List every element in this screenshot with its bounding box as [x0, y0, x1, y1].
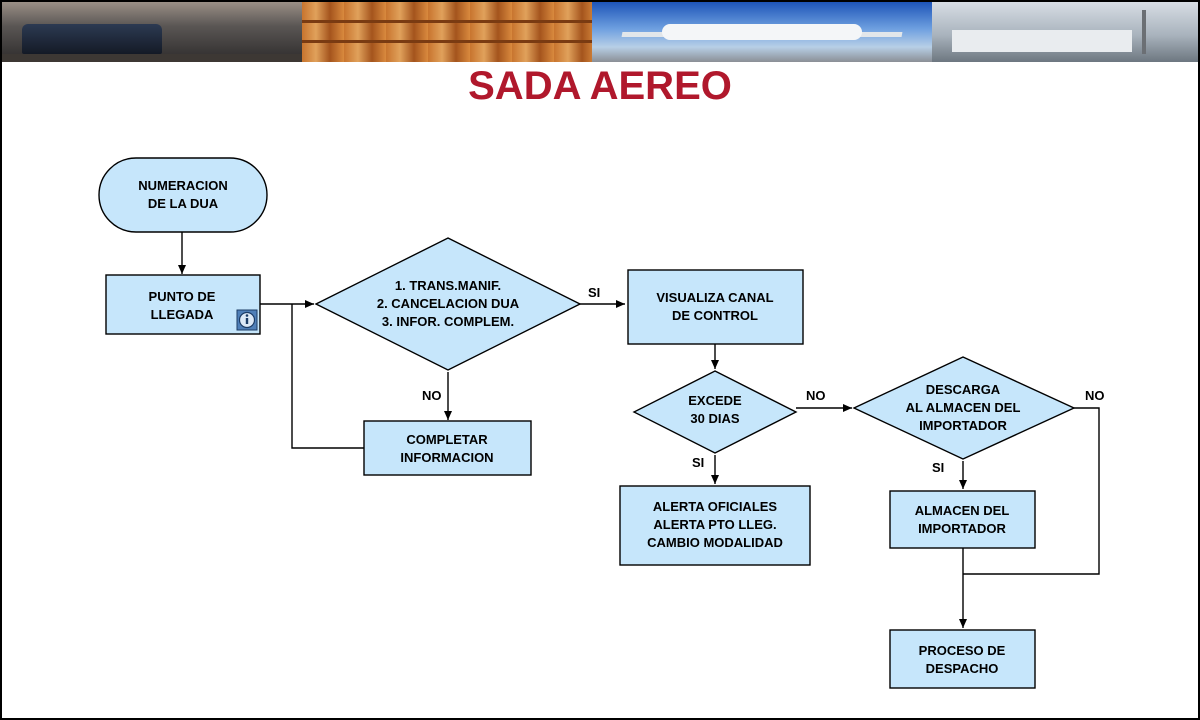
node-punto-llegada: PUNTO DE LLEGADA [105, 274, 261, 335]
connector-descarga-no-merge [963, 407, 1100, 575]
node-label-line: NUMERACION [138, 178, 228, 193]
edge-labels: SI NO SI NO SI NO [422, 285, 1105, 475]
decision-shape [632, 370, 798, 454]
node-label-line: ALERTA PTO LLEG. [653, 517, 776, 532]
ship-shape [952, 30, 1132, 52]
node-visualiza: VISUALIZA CANAL DE CONTROL [627, 269, 804, 345]
connector-completar-return [291, 304, 364, 449]
node-alerta: ALERTA OFICIALES ALERTA PTO LLEG. CAMBIO… [619, 485, 811, 566]
node-label-line: AL ALMACEN DEL [906, 400, 1021, 415]
shelf-shape [302, 20, 592, 23]
edge-label-si: SI [588, 285, 600, 300]
node-label-line: PROCESO DE [919, 643, 1006, 658]
node-label-line: 1. TRANS.MANIF. [395, 278, 501, 293]
info-icon-dot [245, 314, 249, 317]
node-label-line: COMPLETAR [406, 432, 488, 447]
node-label-line: ALERTA OFICIALES [653, 499, 778, 514]
edge-label-no: NO [806, 388, 826, 403]
airplane-photo [592, 2, 932, 62]
node-decision-trans: 1. TRANS.MANIF. 2. CANCELACION DUA 3. IN… [314, 237, 582, 371]
info-icon-stem [245, 318, 249, 324]
port-photo [932, 2, 1198, 62]
node-decision-excede: EXCEDE 30 DIAS [632, 370, 798, 454]
page-title: SADA AEREO [468, 64, 732, 108]
node-almacen: ALMACEN DEL IMPORTADOR [889, 490, 1036, 549]
edge-label-si: SI [932, 460, 944, 475]
connectors [178, 232, 1100, 628]
node-label-line: DE CONTROL [672, 308, 758, 323]
process-shape [363, 420, 532, 476]
node-label-line: INFORMACION [400, 450, 493, 465]
edge-label-no: NO [1085, 388, 1105, 403]
node-label-line: ALMACEN DEL [915, 503, 1010, 518]
node-label-line: DESPACHO [926, 661, 999, 676]
shelf-shape [302, 40, 592, 43]
road-shape [2, 54, 302, 62]
terminator-shape [98, 157, 268, 233]
node-label-line: DESCARGA [926, 382, 1001, 397]
node-label-line: 2. CANCELACION DUA [377, 296, 520, 311]
process-shape [889, 490, 1036, 549]
node-label-line: DE LA DUA [148, 196, 219, 211]
edge-label-no: NO [422, 388, 442, 403]
node-label-line: EXCEDE [688, 393, 742, 408]
process-shape [889, 629, 1036, 689]
crane-shape [1142, 10, 1146, 54]
decision-shape [852, 356, 1076, 460]
info-icon[interactable] [236, 309, 258, 331]
node-label-line: 3. INFOR. COMPLEM. [382, 314, 514, 329]
header-banner [2, 2, 1198, 62]
node-label-line: VISUALIZA CANAL [656, 290, 773, 305]
node-label-line: LLEGADA [151, 307, 214, 322]
node-proceso: PROCESO DE DESPACHO [889, 629, 1036, 689]
process-shape [105, 274, 261, 335]
truck-cab-shape [22, 24, 162, 54]
decision-shape [314, 237, 582, 371]
node-label-line: 30 DIAS [690, 411, 739, 426]
process-shape [619, 485, 811, 566]
node-completar: COMPLETAR INFORMACION [363, 420, 532, 476]
node-label-line: IMPORTADOR [919, 418, 1007, 433]
fuselage-shape [662, 24, 862, 40]
edge-label-si: SI [692, 455, 704, 470]
node-numeracion: NUMERACION DE LA DUA [98, 157, 268, 233]
node-decision-descarga: DESCARGA AL ALMACEN DEL IMPORTADOR [852, 356, 1076, 460]
node-label-line: IMPORTADOR [918, 521, 1006, 536]
truck-photo [2, 2, 302, 62]
warehouse-photo [302, 2, 592, 62]
node-label-line: PUNTO DE [149, 289, 216, 304]
process-shape [627, 269, 804, 345]
node-label-line: CAMBIO MODALIDAD [647, 535, 783, 550]
